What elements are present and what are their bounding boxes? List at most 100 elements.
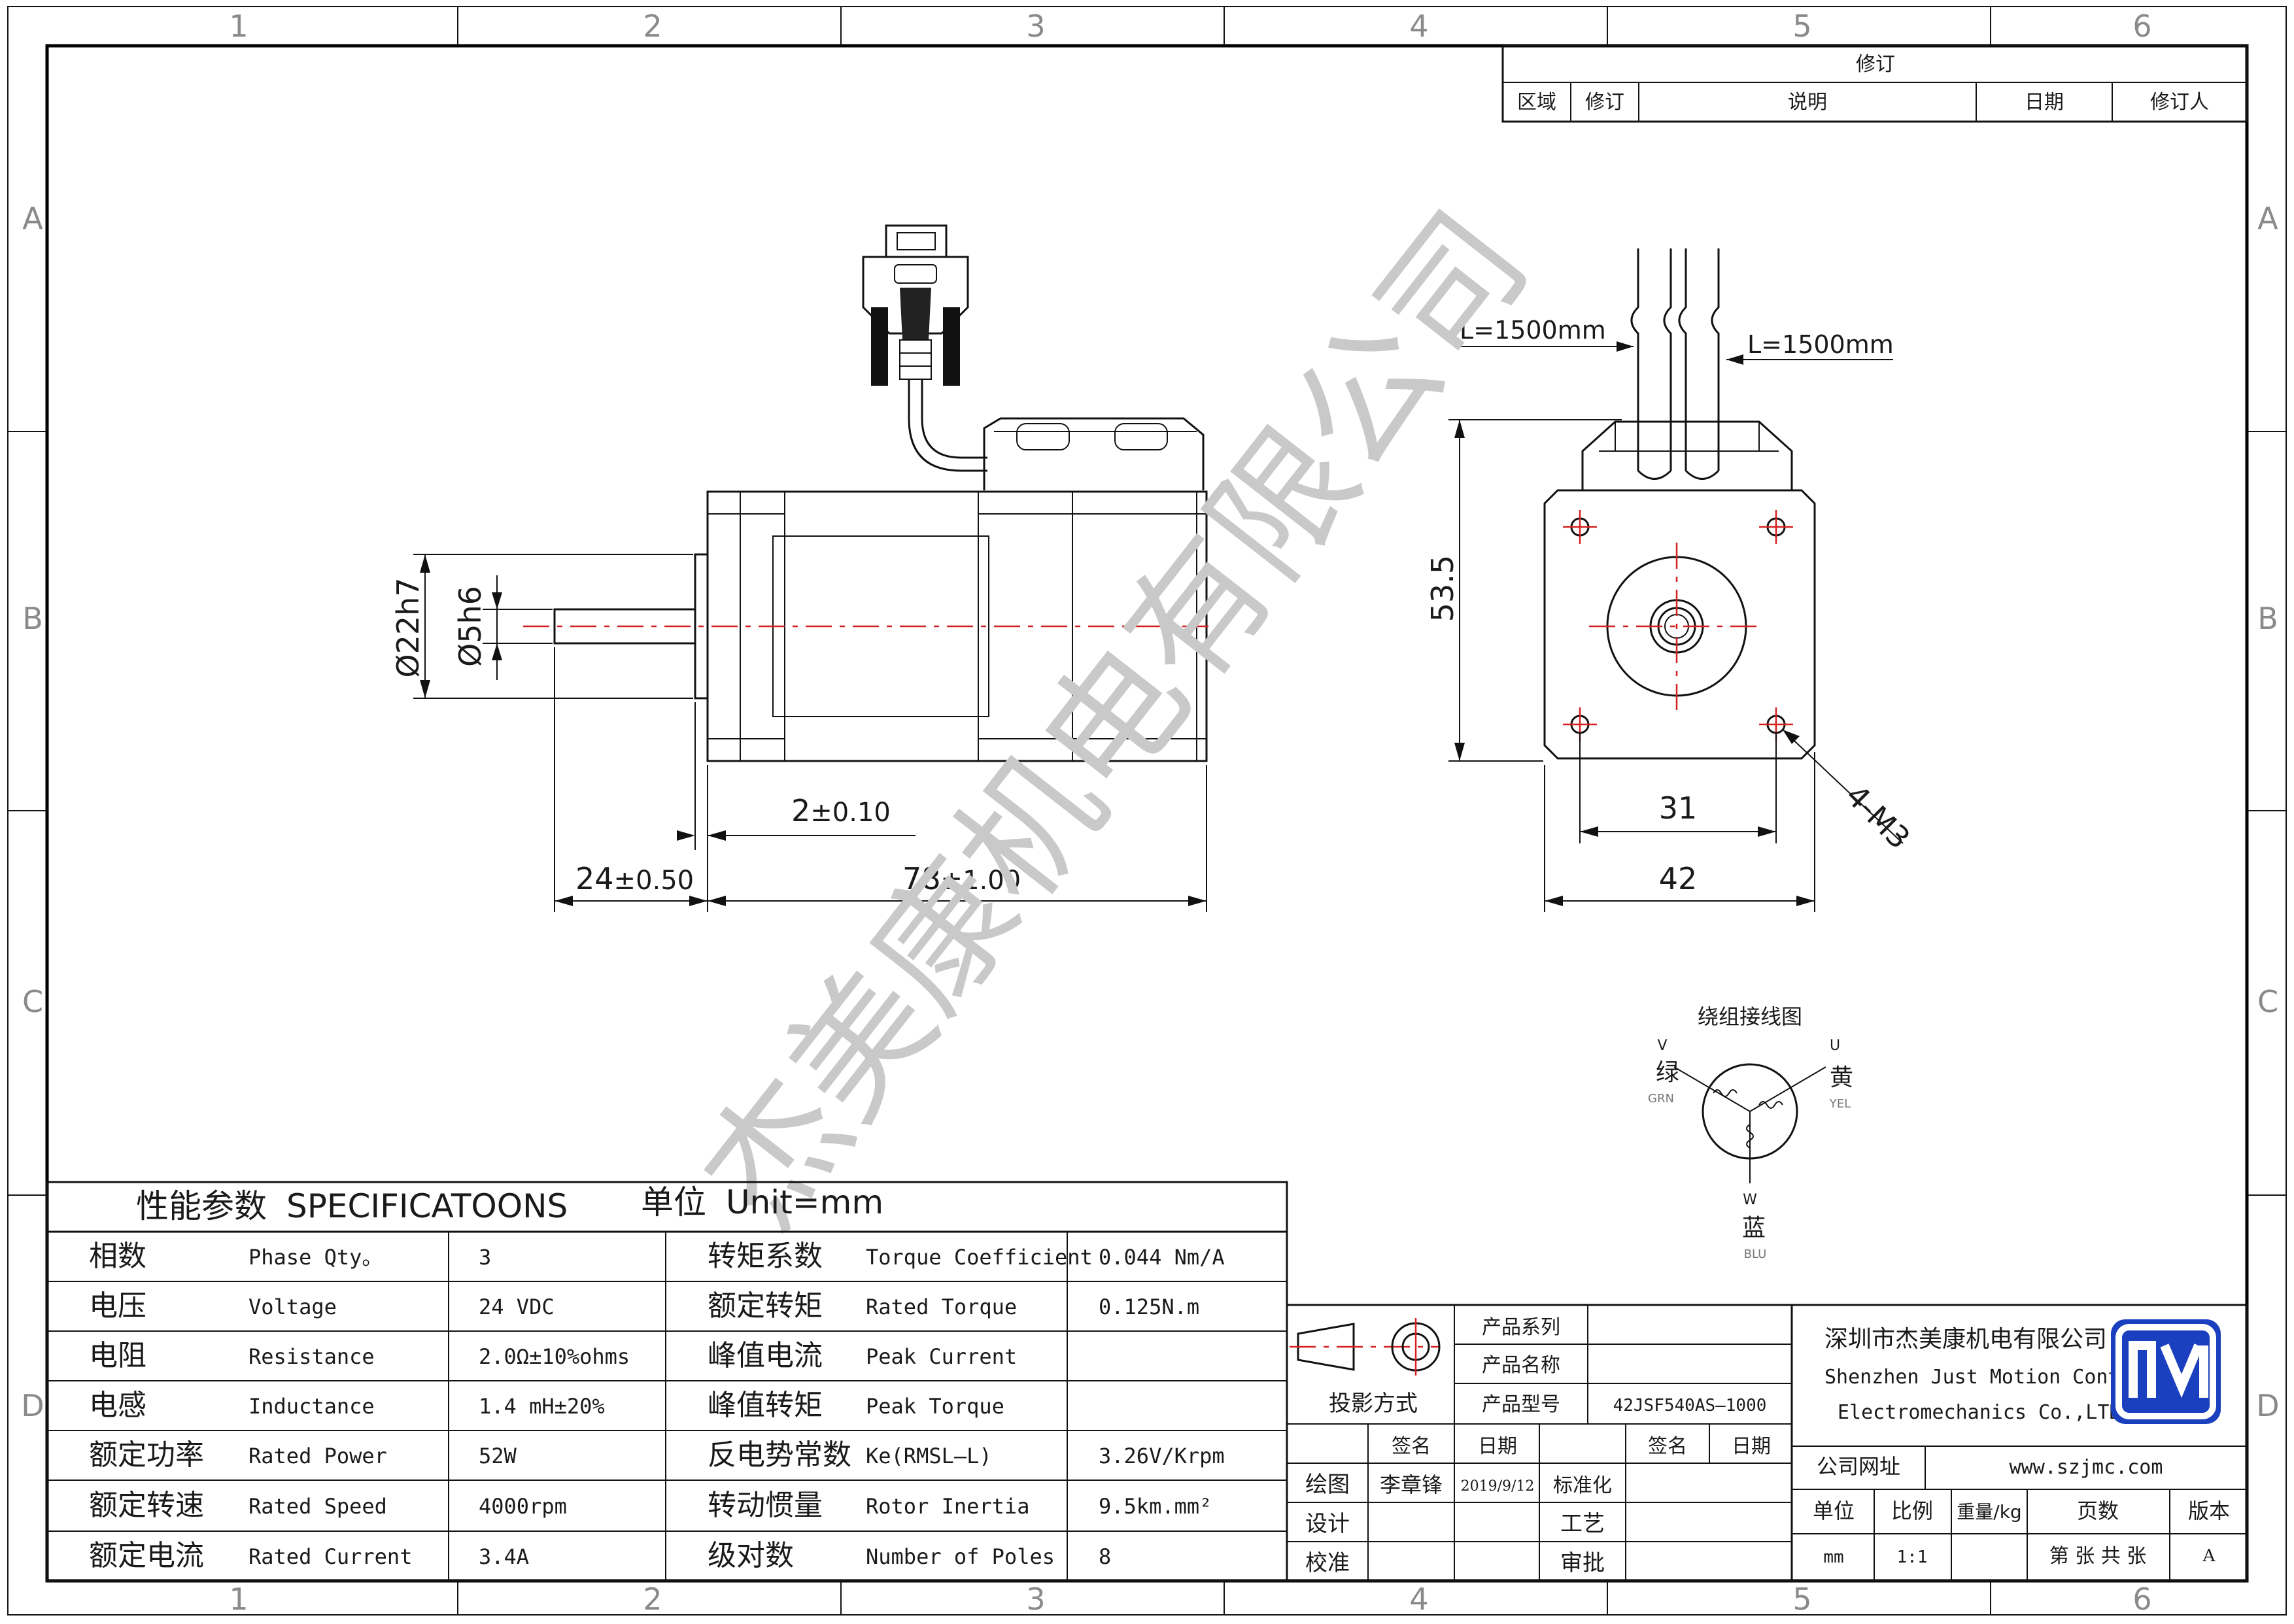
svg-text:4: 4: [1409, 1582, 1428, 1617]
svg-text:日期: 日期: [2025, 91, 2064, 114]
svg-text:版本: 版本: [2188, 1498, 2230, 1523]
svg-text:2019/9/12: 2019/9/12: [1461, 1478, 1535, 1495]
pilot-dia-label: Ø22h7: [390, 577, 426, 677]
spec-value: 0.044 Nm/A: [1099, 1245, 1225, 1270]
spec-label-cn: 额定转矩: [708, 1289, 823, 1323]
spec-value: 3.26V/Krpm: [1099, 1444, 1225, 1468]
svg-text:C: C: [2257, 984, 2278, 1019]
shaft: [553, 608, 696, 645]
svg-text:1: 1: [229, 1582, 248, 1617]
spec-label-en: Rated Torque: [866, 1294, 1017, 1319]
svg-text:C: C: [22, 984, 43, 1019]
wiring-diagram: 绕组接线图 V 绿 GRN U 黄 YEL W 蓝 BLU: [1648, 1004, 1853, 1261]
spec-label-cn: 级对数: [708, 1539, 794, 1572]
watermark: 杰美康机电有限公司: [671, 184, 1558, 1256]
svg-text:B: B: [2257, 601, 2278, 636]
spec-label-cn: 反电势常数: [708, 1438, 851, 1472]
boss-len-label: 2±0.10: [791, 793, 891, 828]
svg-text:单位: 单位: [1813, 1498, 1855, 1523]
svg-text:V: V: [1657, 1038, 1667, 1054]
svg-text:绿: 绿: [1656, 1059, 1679, 1086]
svg-text:GRN: GRN: [1648, 1092, 1674, 1106]
spec-value: 1.4 mH±20%: [479, 1394, 605, 1419]
svg-text:签名: 签名: [1392, 1435, 1431, 1458]
company-en1: Shenzhen Just Motion Control: [1824, 1366, 2155, 1389]
spec-label-en: Rated Speed: [248, 1494, 387, 1519]
svg-text:说明: 说明: [1788, 91, 1827, 114]
svg-text:蓝: 蓝: [1742, 1215, 1766, 1242]
threads-label: 4-M3: [1839, 778, 1917, 856]
svg-text:42JSF540AS—1000: 42JSF540AS—1000: [1613, 1396, 1767, 1415]
svg-text:D: D: [21, 1388, 44, 1423]
svg-text:2: 2: [643, 8, 662, 44]
svg-text:比例: 比例: [1891, 1498, 1933, 1523]
svg-text:A: A: [2257, 201, 2278, 236]
motor-side-view: Ø22h7 Ø5h6 2±0.10 24±0.50 78±1.00: [390, 224, 1229, 912]
svg-text:标准化: 标准化: [1553, 1474, 1612, 1497]
svg-text:B: B: [22, 601, 43, 636]
spec-value: 2.0Ω±10%ohms: [479, 1344, 630, 1369]
spec-label-cn: 额定功率: [89, 1438, 204, 1472]
svg-text:区域: 区域: [1517, 91, 1556, 114]
svg-text:公司网址: 公司网址: [1817, 1454, 1900, 1479]
spec-value: 8: [1099, 1544, 1111, 1569]
front-flange: [1543, 489, 1816, 760]
spec-label-cn: 峰值电流: [708, 1339, 823, 1372]
spec-label-cn: 峰值转矩: [708, 1389, 823, 1422]
flange-label: 42: [1659, 861, 1698, 896]
spec-label-cn: 额定电流: [89, 1539, 204, 1572]
column-labels-bottom: 1 2 3 4 5 6: [229, 1582, 2151, 1617]
revision-title: 修订: [1856, 53, 1895, 76]
spec-label-en: Rated Current: [248, 1544, 412, 1569]
svg-text:修订人: 修订人: [2150, 91, 2209, 114]
company-en2: Electromechanics Co.,LTD: [1838, 1401, 2121, 1424]
spec-value: 9.5km.mm²: [1099, 1494, 1212, 1519]
svg-text:YEL: YEL: [1829, 1097, 1851, 1111]
shaft-dia-label: Ø5h6: [453, 586, 488, 667]
svg-text:产品型号: 产品型号: [1482, 1393, 1560, 1416]
svg-text:页数: 页数: [2077, 1498, 2119, 1523]
connector: [862, 224, 987, 472]
svg-text:日期: 日期: [1478, 1435, 1517, 1458]
svg-text:A: A: [2202, 1546, 2216, 1566]
spec-label-cn: 转动惯量: [708, 1489, 823, 1522]
svg-text:重量/kg: 重量/kg: [1957, 1501, 2021, 1523]
spec-label-en: Resistance: [248, 1344, 375, 1369]
svg-text:1:1: 1:1: [1897, 1548, 1928, 1567]
svg-text:产品系列: 产品系列: [1482, 1316, 1560, 1339]
cable-clamp: [983, 417, 1205, 490]
column-labels-top: 1 2 3 4 5 6: [229, 8, 2151, 44]
spec-label-en: Inductance: [248, 1394, 375, 1419]
wiring-title: 绕组接线图: [1698, 1004, 1802, 1029]
spec-label-en: Torque Coefficient: [866, 1245, 1093, 1270]
svg-text:审批: 审批: [1560, 1550, 1605, 1576]
svg-text:4: 4: [1409, 8, 1428, 44]
spec-label-cn: 额定转速: [89, 1489, 204, 1522]
spec-value: 52W: [479, 1444, 517, 1468]
svg-text:mm: mm: [1823, 1548, 1843, 1567]
front-dimensions: [1448, 341, 1904, 912]
spec-label-en: Voltage: [248, 1294, 337, 1319]
svg-text:李章锋: 李章锋: [1380, 1472, 1443, 1497]
spec-value: 4000rpm: [479, 1494, 567, 1519]
spec-label-en: Peak Current: [866, 1344, 1017, 1369]
svg-text:投影方式: 投影方式: [1329, 1391, 1418, 1417]
row-labels: A B C D A B C D: [21, 201, 2279, 1423]
svg-text:BLU: BLU: [1744, 1247, 1767, 1261]
spec-label-cn: 转矩系数: [708, 1240, 823, 1273]
svg-text:3: 3: [1026, 8, 1045, 44]
svg-text:黄: 黄: [1830, 1064, 1853, 1091]
svg-text:U: U: [1830, 1038, 1840, 1054]
spec-label-en: Ke(RMSL—L): [866, 1444, 992, 1468]
svg-text:5: 5: [1792, 8, 1811, 44]
svg-text:设计: 设计: [1305, 1511, 1350, 1537]
svg-text:www.szjmc.com: www.szjmc.com: [2010, 1456, 2163, 1479]
body-len-label: 78±1.00: [902, 861, 1021, 896]
shaft-len-label: 24±0.50: [575, 861, 694, 896]
spec-label-en: Phase Qty。: [248, 1245, 383, 1270]
